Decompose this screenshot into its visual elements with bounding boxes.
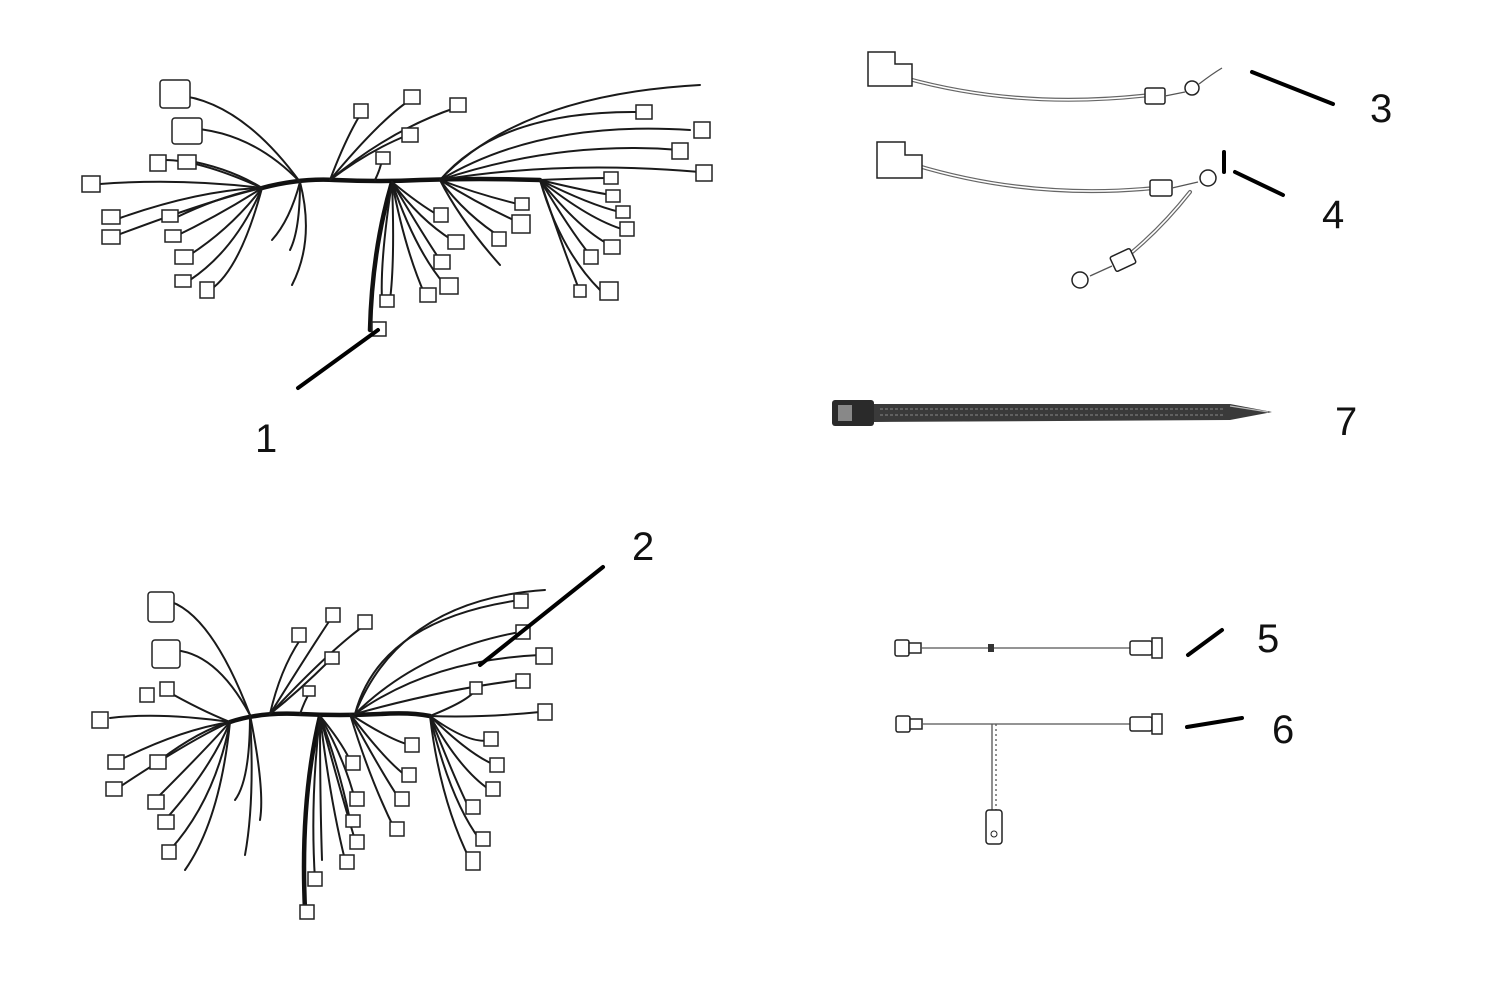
leader-line-1 xyxy=(296,328,380,390)
cable-tie[interactable] xyxy=(832,400,1272,426)
main-wiring-harness[interactable] xyxy=(81,79,713,337)
callout-2: 2 xyxy=(632,525,654,569)
jumper-wire[interactable] xyxy=(894,637,1163,659)
callout-1: 1 xyxy=(255,417,277,461)
battery-cable-branched[interactable] xyxy=(876,141,1217,289)
battery-cable[interactable] xyxy=(867,51,1223,105)
leader-line-3 xyxy=(1250,70,1335,106)
callout-5: 5 xyxy=(1257,617,1279,661)
secondary-wiring-harness[interactable] xyxy=(91,589,553,920)
callout-7: 7 xyxy=(1335,400,1357,444)
callout-6: 6 xyxy=(1272,708,1294,752)
leader-line-6 xyxy=(1185,716,1244,729)
leader-line-2 xyxy=(478,565,605,667)
leader-line-5 xyxy=(1186,628,1224,657)
leader-line-4 xyxy=(1233,170,1285,197)
callout-3: 3 xyxy=(1370,87,1392,131)
branched-jumper-wire[interactable] xyxy=(895,713,1163,845)
callout-4: 4 xyxy=(1322,193,1344,237)
